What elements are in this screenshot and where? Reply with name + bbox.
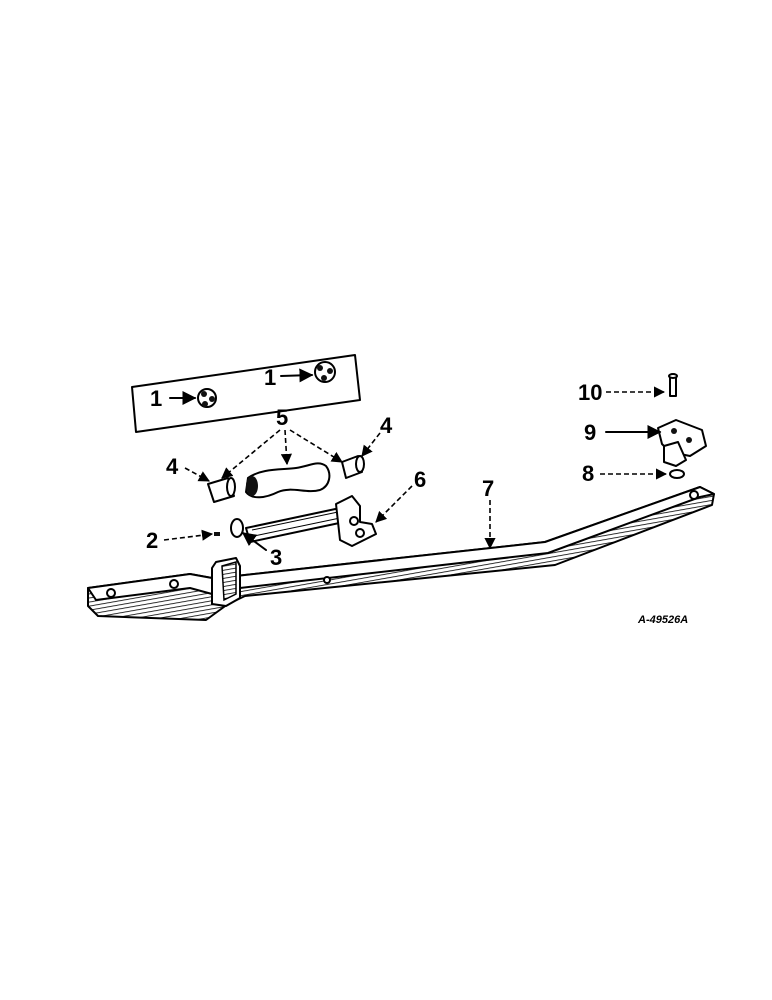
callout-5: 5 [276,405,288,430]
callout-1b: 1 [264,365,276,390]
lever-plate [657,419,707,467]
callout-2: 2 [146,528,158,553]
leader-5a [221,429,281,479]
grease-fitting-left [197,388,217,408]
handle-grip [245,462,331,499]
callout-4a: 4 [166,454,179,479]
lever-pin [668,373,678,397]
leader-5b [280,429,292,466]
callout-9: 9 [584,420,596,445]
leader-4a [184,467,210,482]
grease-fitting-right [314,361,336,383]
callout-6: 6 [414,467,426,492]
leader-2 [163,529,214,541]
drawbar [87,486,715,621]
leader-3 [241,532,267,551]
callout-10: 10 [578,380,602,405]
leader-1b [280,368,314,383]
drawbar-bracket [211,557,241,607]
leader-5c [289,429,343,463]
leader-6 [375,485,413,523]
bushing-right [341,455,365,479]
drawing-number: A-49526A [637,614,688,626]
callout-8: 8 [582,461,594,486]
bushing-left [207,477,236,503]
callout-7: 7 [482,476,494,501]
leader-4b [361,432,381,457]
washer [230,518,244,538]
fitting-inset-box [131,354,361,433]
callout-4b: 4 [380,413,393,438]
lever-washer [669,469,685,479]
cotter-pin [214,532,220,536]
callout-3: 3 [270,545,282,570]
callout-1a: 1 [150,386,162,411]
clevis-pin [245,495,377,547]
